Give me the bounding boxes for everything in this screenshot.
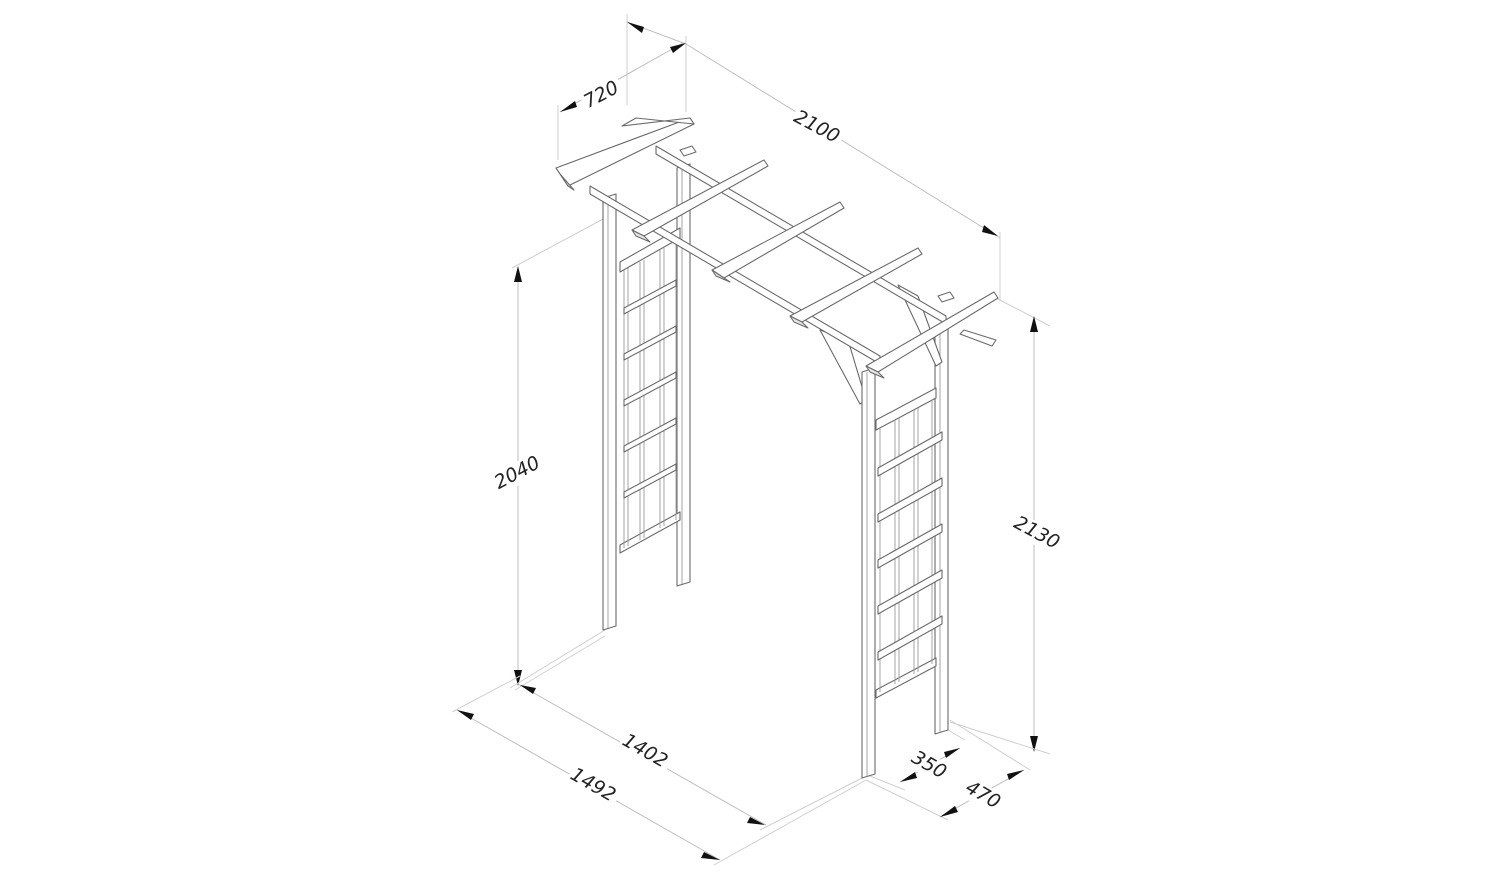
post-front-right bbox=[861, 367, 876, 779]
dimension-lines bbox=[451, 14, 1051, 866]
arch-structure bbox=[555, 117, 999, 779]
cross-beam-1 bbox=[555, 117, 695, 191]
cross-beam-3 bbox=[711, 201, 845, 283]
cross-beam-5 bbox=[865, 291, 999, 379]
cross-beam-2 bbox=[631, 159, 769, 243]
cross-beam-4 bbox=[789, 247, 923, 329]
dim-label-2130: 2130 bbox=[1010, 512, 1063, 554]
dim-label-1492: 1492 bbox=[567, 763, 620, 806]
post-front-left bbox=[602, 193, 617, 631]
dim-label-2040: 2040 bbox=[491, 452, 544, 494]
cross-beams bbox=[555, 117, 999, 379]
left-trellis-panel bbox=[619, 227, 681, 554]
right-trellis-rails bbox=[877, 431, 943, 661]
left-trellis-rails bbox=[623, 279, 677, 499]
dim-label-1402: 1402 bbox=[619, 729, 672, 772]
right-trellis-panel bbox=[875, 387, 943, 699]
dimension-labels: 720 2100 2040 2130 1402 1492 350 470 bbox=[489, 75, 1067, 817]
post-back-left bbox=[676, 163, 691, 587]
dim-label-2100: 2100 bbox=[790, 106, 843, 148]
